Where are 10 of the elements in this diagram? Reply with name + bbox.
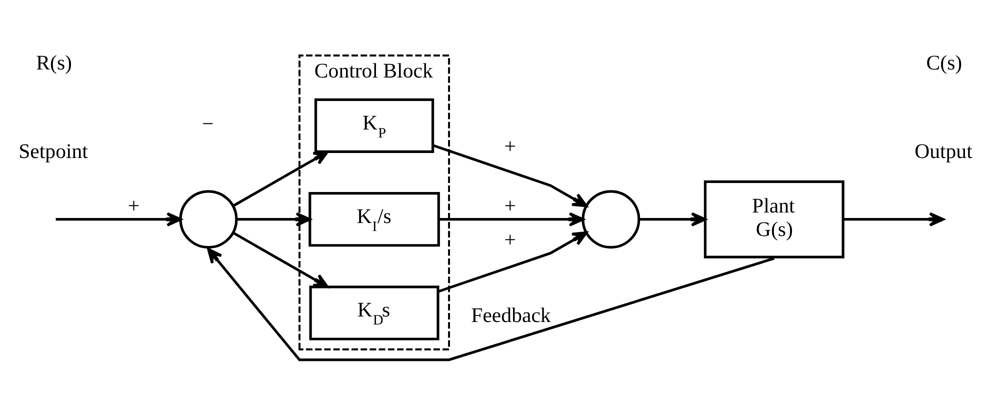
edge-label: Feedback [471,303,551,326]
edge-label: + [504,134,516,158]
label: − [202,112,214,136]
label: Output [914,139,972,162]
edge-label: + [504,228,516,251]
edge-label: + [504,194,516,218]
label: R(s) [36,51,72,74]
edge-label: + [128,194,140,218]
label: Setpoint [18,139,88,162]
label: C(s) [926,51,962,74]
